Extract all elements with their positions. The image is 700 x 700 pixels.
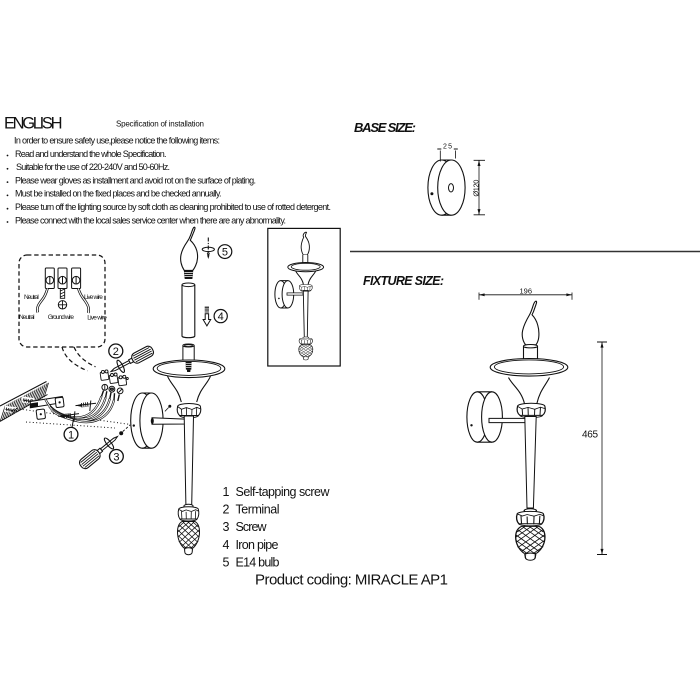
svg-text:Suitable for the use of 220-24: Suitable for the use of 220-240V and 50-… <box>16 162 170 172</box>
svg-text:196: 196 <box>520 287 533 296</box>
svg-text:Product coding: MIRACLE AP1: Product coding: MIRACLE AP1 <box>255 572 448 589</box>
svg-text:3: 3 <box>223 520 230 534</box>
svg-text:25: 25 <box>443 144 452 151</box>
svg-text:1: 1 <box>223 485 230 499</box>
svg-text:Screw: Screw <box>236 520 268 534</box>
svg-text:Please turn off the lighting s: Please turn off the lighting source by s… <box>15 202 331 212</box>
svg-text:FIXTURE SIZE:: FIXTURE SIZE: <box>363 274 444 288</box>
svg-text:BASE SIZE:: BASE SIZE: <box>354 120 416 135</box>
svg-text:5: 5 <box>222 247 228 259</box>
svg-text:2: 2 <box>223 503 230 517</box>
svg-text:Ground wire: Ground wire <box>48 314 75 321</box>
svg-text:3: 3 <box>113 452 119 464</box>
svg-text:Neutral: Neutral <box>19 314 35 321</box>
svg-text:Ø120: Ø120 <box>472 180 481 197</box>
svg-text:Please wear gloves as installm: Please wear gloves as installment and av… <box>15 175 256 185</box>
svg-text:Please connect with the local: Please connect with the local sales serv… <box>15 215 286 225</box>
svg-text:Live wire: Live wire <box>84 294 103 301</box>
svg-text:Terminal: Terminal <box>236 503 280 517</box>
svg-text:1: 1 <box>68 429 74 441</box>
svg-text:E14 bulb: E14 bulb <box>236 555 280 569</box>
svg-text:Neutral: Neutral <box>24 294 39 301</box>
svg-text:465: 465 <box>582 429 598 440</box>
svg-text:Read and understand the whole: Read and understand the whole Specificat… <box>15 149 167 159</box>
svg-text:Iron pipe: Iron pipe <box>236 538 279 552</box>
svg-text:In order to ensure safety use,: In order to ensure safety use,please not… <box>14 136 220 146</box>
svg-text:4: 4 <box>218 311 224 323</box>
svg-text:2: 2 <box>113 346 119 358</box>
svg-text:Self-tapping screw: Self-tapping screw <box>236 485 331 499</box>
svg-text:ENGLISH: ENGLISH <box>4 115 63 133</box>
svg-text:5: 5 <box>223 555 230 569</box>
svg-text:Must be installed on the fixed: Must be installed on the fixed places an… <box>15 189 222 199</box>
svg-text:Live wire: Live wire <box>87 315 107 322</box>
svg-text:4: 4 <box>223 538 230 552</box>
svg-text:Specification of installation: Specification of installation <box>116 120 204 129</box>
